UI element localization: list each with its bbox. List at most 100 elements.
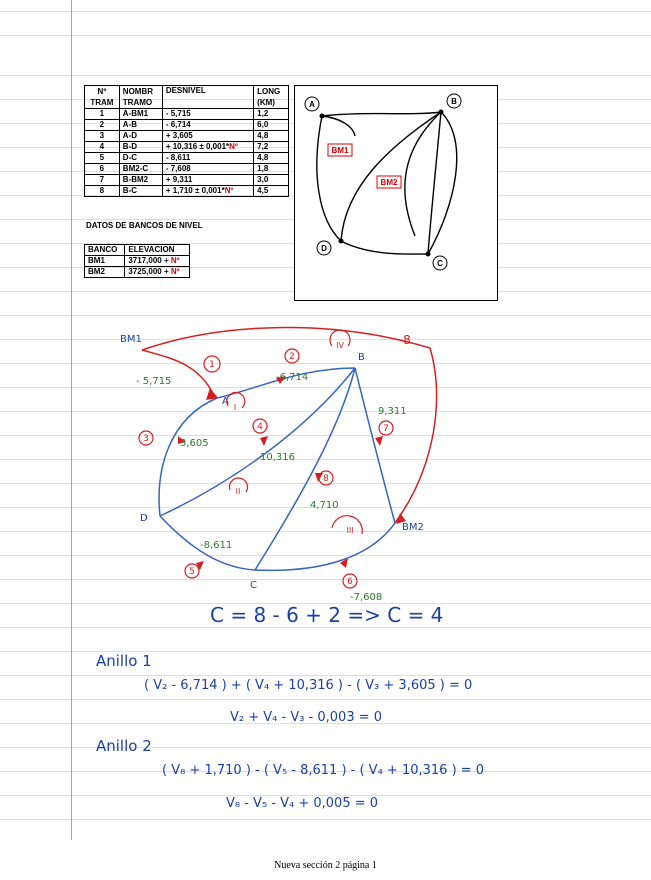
cell-desnivel: + 10,316 ± 0,001*Nº [162, 142, 253, 153]
anillo1-eq1: ( V₂ - 6,714 ) + ( V₄ + 10,316 ) - ( V₃ … [144, 678, 472, 693]
cell-long: 6,0 [254, 120, 289, 131]
cell-long: 4,8 [254, 131, 289, 142]
value-tramo-2: -6,714 [276, 372, 308, 383]
hand-sketch: 1 2 3 4 5 6 7 8 8 BM1 A B D C BM2 - 5,71… [100, 318, 460, 610]
loop-label-i: I [234, 403, 236, 412]
tramo-number-8-top: 8 [403, 333, 411, 347]
anillo1-eq2: V₂ + V₄ - V₃ - 0,003 = 0 [230, 710, 382, 725]
cell-long: 4,8 [254, 153, 289, 164]
cell-long: 4,5 [254, 186, 289, 197]
cell-long: 3,0 [254, 175, 289, 186]
anillo1-title: Anillo 1 [96, 652, 152, 670]
table-header-row: BANCO ELEVACION [85, 245, 190, 256]
tramo-number-6: 6 [347, 577, 353, 587]
edge-a-bm1 [322, 116, 355, 136]
cell-desnivel: - 8,611 [162, 153, 253, 164]
value-tramo-5: -8,611 [200, 540, 232, 551]
table-row: 8B-C+ 1,710 ± 0,001*Nº4,5 [85, 186, 289, 197]
loop-label-iv: IV [336, 341, 344, 350]
cell-n: 8 [85, 186, 120, 197]
bm1-label: BM1 [332, 146, 349, 155]
edge-b-right [428, 112, 457, 254]
network-diagram-svg: A B C D BM1 BM2 [295, 86, 497, 300]
header-long: LONG(KM) [254, 86, 289, 109]
n-marker: Nº [171, 267, 180, 276]
value-tramo-6: -7,608 [350, 592, 382, 603]
cell-tramo: B-BM2 [119, 175, 162, 186]
cell-elevacion: 3717,000 + Nº [125, 256, 190, 267]
header-banco: BANCO [85, 245, 125, 256]
bancos-title: DATOS DE BANCOS DE NIVEL [86, 221, 203, 230]
anillo2-eq2: V₈ - V₅ - V₄ + 0,005 = 0 [226, 796, 378, 811]
value-tramo-7: 9,311 [378, 406, 407, 417]
loop-label-iii: III [346, 526, 353, 535]
node-a-label: A [309, 100, 315, 109]
table-row: 6BM2-C- 7,6081,8 [85, 164, 289, 175]
cell-elevacion: 3725,000 + Nº [125, 267, 190, 278]
cell-n: 7 [85, 175, 120, 186]
cell-n: 6 [85, 164, 120, 175]
node-b-label: B [451, 97, 457, 106]
header-elevacion: ELEVACION [125, 245, 190, 256]
cell-desnivel: - 5,715 [162, 109, 253, 120]
cell-tramo: A-D [119, 131, 162, 142]
node-d-label: D [321, 244, 327, 253]
bm2-label: BM2 [381, 178, 398, 187]
value-tramo-8: 4,710 [310, 500, 339, 511]
edge-b-c [255, 368, 355, 570]
cell-desnivel: - 6,714 [162, 120, 253, 131]
cell-n: 3 [85, 131, 120, 142]
cell-long: 1,2 [254, 109, 289, 120]
tramo-number-1: 1 [209, 360, 215, 370]
page-footer: Nueva sección 2 página 1 [0, 860, 651, 871]
tramo-number-7: 7 [383, 424, 389, 434]
cell-tramo: B-D [119, 142, 162, 153]
edge-d-c [341, 241, 428, 254]
cell-tramo: A-BM1 [119, 109, 162, 120]
network-diagram: A B C D BM1 BM2 [294, 85, 498, 301]
cell-tramo: B-C [119, 186, 162, 197]
cell-desnivel: + 1,710 ± 0,001*Nº [162, 186, 253, 197]
sketch-node-bm2: BM2 [402, 522, 424, 533]
cell-desnivel: + 3,605 [162, 131, 253, 142]
edge-a-d [159, 398, 217, 516]
edge-bm2-c [255, 523, 395, 570]
cell-long: 7,2 [254, 142, 289, 153]
red-edge-bm1-a [142, 350, 215, 398]
margin-line [71, 0, 72, 840]
header-desnivel: DESNIVEL [162, 86, 253, 109]
cell-banco: BM1 [85, 256, 125, 267]
anillo2-eq1: ( V₈ + 1,710 ) - ( V₅ - 8,611 ) - ( V₄ +… [162, 763, 484, 778]
edge-a-d [317, 116, 341, 241]
tramo-number-3: 3 [143, 434, 149, 444]
tramo-number-2: 2 [289, 352, 295, 362]
cell-tramo: A-B [119, 120, 162, 131]
n-marker: Nº [171, 256, 180, 265]
edge-b-bm2 [355, 368, 395, 523]
cell-tramo: BM2-C [119, 164, 162, 175]
n-marker: Nº [229, 142, 238, 151]
cell-long: 1,8 [254, 164, 289, 175]
cell-banco: BM2 [85, 267, 125, 278]
node-c-label: C [437, 259, 443, 268]
formula-c: C = 8 - 6 + 2 => C = 4 [210, 603, 443, 627]
sketch-node-bm1: BM1 [120, 334, 142, 345]
sketch-node-d: D [140, 513, 148, 524]
cell-tramo: D-C [119, 153, 162, 164]
n-marker: Nº [225, 186, 234, 195]
anillo2-title: Anillo 2 [96, 737, 152, 755]
loop-label-ii: II [236, 487, 241, 496]
cell-n: 4 [85, 142, 120, 153]
